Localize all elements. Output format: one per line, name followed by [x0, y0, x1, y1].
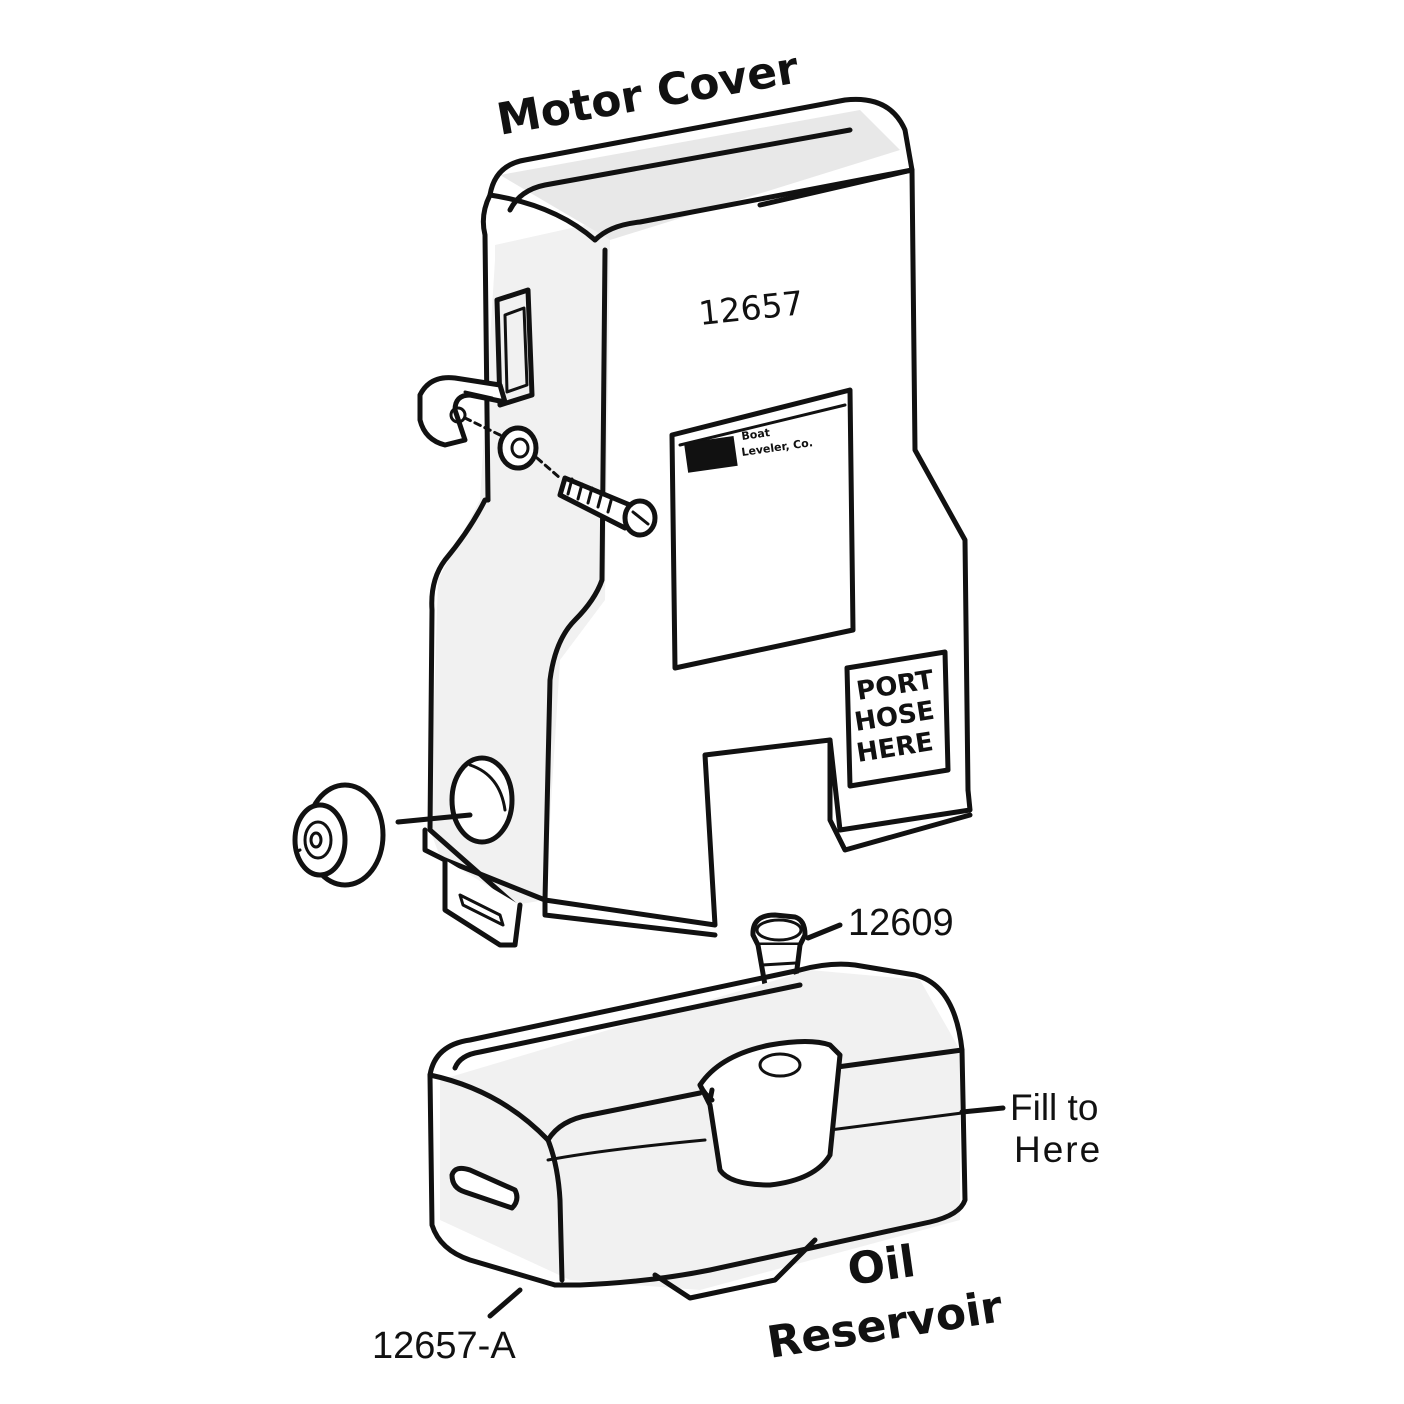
reservoir-side-slot	[449, 1165, 520, 1211]
cover-top-back-edge	[507, 127, 853, 213]
part-number-cover: 12657	[697, 283, 805, 333]
plug-leader-line	[805, 922, 843, 941]
brand-logo-block	[684, 436, 738, 473]
cover-brand-plate: Boat Leveler, Co.	[669, 387, 856, 671]
mounting-bracket	[417, 375, 508, 448]
reservoir-front-top-edge	[545, 1090, 703, 1143]
cover-leg-right	[827, 737, 973, 853]
motor-cover: Boat Leveler, Co. PORT HOSE HERE 12657	[417, 96, 973, 948]
reservoir-top-back-edge	[452, 982, 803, 1071]
title-oil: Oil	[844, 1236, 918, 1296]
cover-bottom-flange	[422, 827, 718, 938]
fill-leader-line	[959, 1105, 1006, 1115]
reservoir-corner-edge	[427, 1072, 551, 1143]
title-reservoir: Reservoir	[764, 1281, 1007, 1369]
part-number-reservoir: 12657-A	[372, 1325, 516, 1367]
grommet-leader-line	[395, 812, 473, 825]
reservoir-front-crease	[545, 1137, 565, 1283]
reservoir-fill-neck	[697, 1039, 843, 1188]
cover-left-edge	[427, 497, 518, 908]
reservoir-right-edge	[552, 1047, 968, 1288]
cover-top-face	[487, 96, 915, 208]
fill-label-line2: Here	[1014, 1129, 1102, 1170]
plate-brand-line1: Boat	[741, 426, 771, 443]
reservoir-top-face	[427, 961, 965, 1078]
port-hose-sticker: PORT HOSE HERE	[844, 649, 951, 789]
reservoir-bottom-protrusion	[652, 1237, 818, 1301]
oil-reservoir	[427, 961, 968, 1301]
cover-corner-edge	[487, 192, 598, 243]
washer	[497, 425, 539, 471]
reservoir-fill-line	[546, 1111, 964, 1162]
cover-rounded-corner	[480, 192, 493, 503]
cover-front-crease	[542, 247, 608, 903]
reservoir-left-edge	[427, 1072, 558, 1288]
bracket-hole	[449, 406, 467, 424]
screw	[535, 456, 658, 538]
cover-right-edge	[909, 167, 971, 793]
cover-bottom-tab-slot	[458, 893, 505, 927]
reservoir-leader-line	[487, 1287, 523, 1319]
part-number-plug: 12609	[848, 902, 954, 944]
fill-label-line1: Fill to	[1010, 1087, 1098, 1128]
cover-side-window	[494, 287, 535, 408]
rubber-grommet	[292, 782, 473, 888]
cover-front-top-edge	[592, 167, 915, 243]
cover-side-hole	[449, 755, 515, 845]
